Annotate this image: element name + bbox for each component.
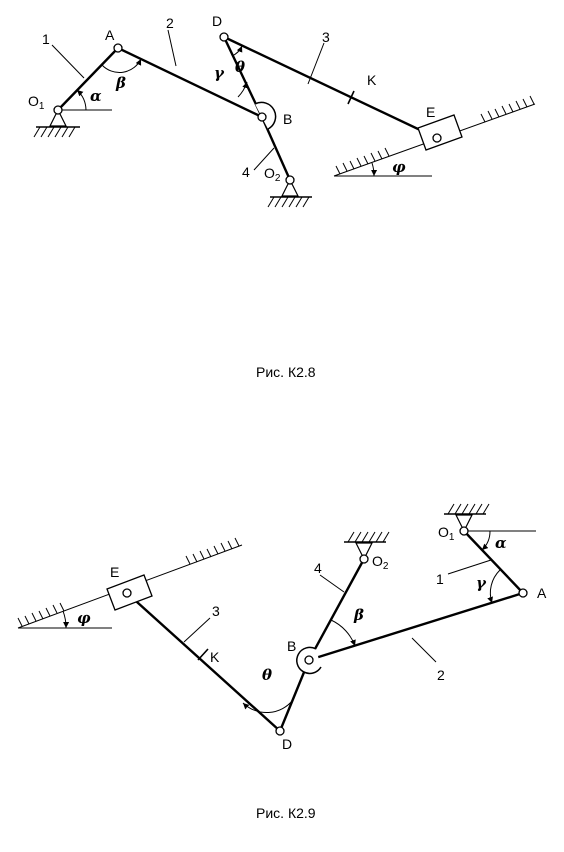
- slider-e: [417, 114, 463, 151]
- angle-theta: θ: [262, 666, 272, 684]
- label-d: D: [282, 736, 292, 752]
- figure-k2-8: 1 A 2 D 3 K E B 4 O1 O2 α β γ θ φ Рис. К…: [28, 13, 536, 380]
- angle-theta: θ: [235, 58, 245, 76]
- angle-alpha: α: [495, 534, 507, 552]
- leader-2: [167, 29, 177, 67]
- link-1: [56, 46, 120, 112]
- link-2: [116, 46, 264, 119]
- ground-support-o1: [33, 108, 80, 138]
- label-k: K: [367, 72, 377, 88]
- ground-support-o2: [267, 178, 312, 208]
- label-n4: 4: [314, 560, 322, 576]
- k-tick: [347, 90, 355, 105]
- label-b: B: [287, 638, 296, 654]
- arc-theta: [231, 45, 243, 57]
- arc-gamma: [487, 569, 501, 604]
- label-d: D: [212, 13, 222, 29]
- link-3: [125, 591, 282, 733]
- label-k: K: [210, 649, 220, 665]
- angle-beta: β: [115, 74, 126, 92]
- label-o1: O1: [28, 93, 45, 112]
- arc-beta: [101, 58, 142, 73]
- link-3: [222, 35, 439, 140]
- caption-k2-8: Рис. К2.8: [256, 364, 316, 380]
- leader-1: [447, 559, 492, 575]
- label-a: A: [537, 585, 547, 601]
- leader-1: [51, 44, 85, 79]
- arc-theta: [242, 699, 294, 713]
- figure-k2-9: O1 A 1 O2 4 B 2 E 3 K D α γ β θ φ Рис. К…: [17, 503, 547, 821]
- joint-o1: [459, 526, 469, 536]
- joint-a: [518, 588, 528, 598]
- angle-beta: β: [353, 606, 364, 624]
- joint-b: [257, 112, 267, 122]
- leader-3: [307, 42, 325, 85]
- k-tick: [197, 648, 209, 661]
- joint-a: [113, 43, 123, 53]
- label-n2: 2: [166, 15, 174, 31]
- link-2: [307, 591, 525, 662]
- joint-e: [122, 588, 132, 598]
- joint-o2: [285, 175, 295, 185]
- label-n3: 3: [322, 29, 330, 45]
- leader-4: [319, 574, 345, 593]
- ground-support-o1: [444, 503, 490, 533]
- leader-3: [183, 617, 211, 643]
- link-1: [462, 529, 525, 595]
- label-o2: O2: [264, 165, 281, 184]
- ground-support-o2: [344, 531, 390, 561]
- leader-2: [411, 637, 437, 663]
- label-a: A: [105, 27, 115, 43]
- angle-gamma: γ: [214, 64, 225, 82]
- joint-o1: [53, 105, 63, 115]
- joint-d: [219, 32, 229, 42]
- arc-alpha: [76, 89, 87, 111]
- label-n1: 1: [436, 571, 444, 587]
- angle-alpha: α: [90, 87, 102, 105]
- angle-phi: φ: [392, 158, 406, 176]
- arc-phi: [371, 162, 378, 177]
- joint-o2: [359, 554, 369, 564]
- label-o1: O1: [438, 524, 455, 543]
- joint-e: [432, 133, 442, 143]
- link-4: [307, 557, 366, 662]
- label-n1: 1: [42, 31, 50, 47]
- label-e: E: [110, 564, 119, 580]
- label-b: B: [283, 111, 292, 127]
- joint-b: [304, 655, 314, 665]
- angle-phi: φ: [77, 609, 91, 627]
- label-n4: 4: [242, 164, 250, 180]
- label-o2: O2: [372, 553, 389, 572]
- arc-alpha: [481, 530, 491, 551]
- arc-beta: [330, 619, 356, 647]
- angle-gamma: γ: [476, 574, 487, 592]
- link-4: [260, 115, 292, 182]
- label-n2: 2: [437, 667, 445, 683]
- leader-4: [253, 147, 275, 171]
- caption-k2-9: Рис. К2.9: [256, 805, 316, 821]
- arc-phi: [62, 610, 70, 629]
- label-n3: 3: [212, 603, 220, 619]
- arc-gamma: [237, 81, 249, 98]
- label-e: E: [426, 104, 435, 120]
- joint-d: [275, 726, 285, 736]
